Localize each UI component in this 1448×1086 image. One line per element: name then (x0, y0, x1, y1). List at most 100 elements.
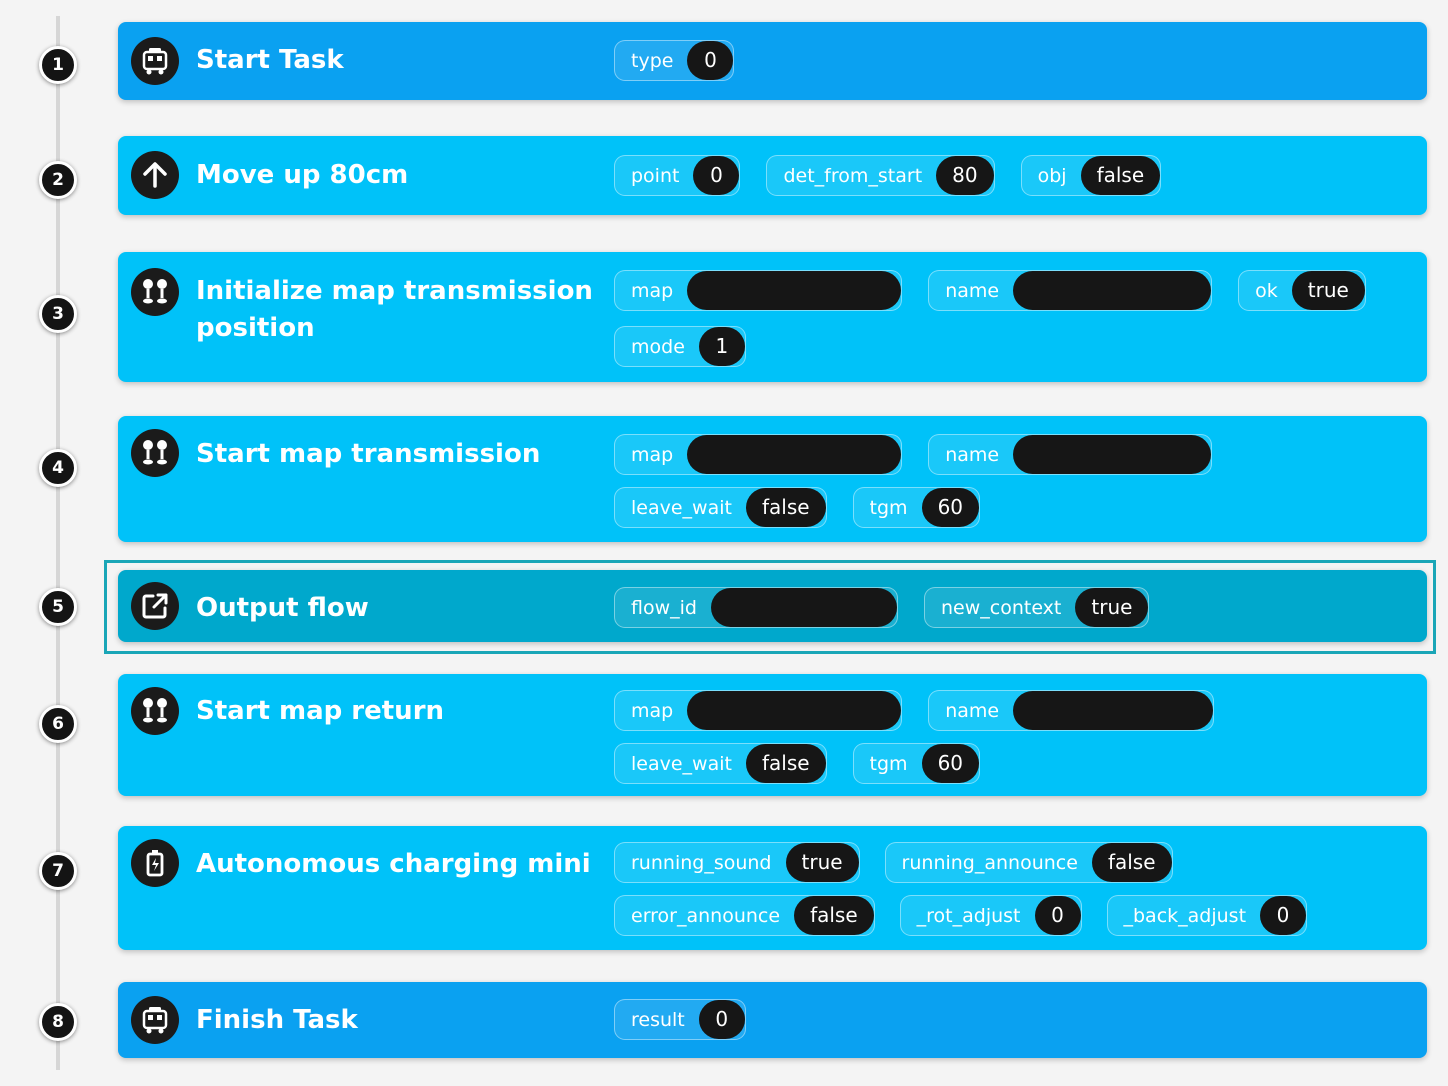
step-card-output-flow[interactable]: Output flow flow_id new_context true (118, 570, 1427, 642)
step-params: result 0 (614, 999, 1407, 1040)
step-params: flow_id new_context true (614, 587, 1407, 628)
param-tgm[interactable]: tgm 60 (852, 743, 981, 784)
param-key: ok (1255, 279, 1278, 302)
param-running-sound[interactable]: running_sound true (614, 842, 860, 883)
step-card-start-map-transmission[interactable]: Start map transmission map name leave_wa… (118, 416, 1427, 542)
param-key: tgm (869, 752, 908, 775)
param-error-announce[interactable]: error_announce false (614, 895, 875, 936)
step-number-2: 2 (39, 161, 77, 199)
param-map[interactable]: map (614, 690, 903, 731)
step-number-5: 5 (39, 588, 77, 626)
param-point[interactable]: point 0 (614, 155, 741, 196)
param-key: _rot_adjust (916, 904, 1021, 927)
robot-cart-icon (131, 996, 179, 1044)
param-leave-wait[interactable]: leave_wait false (614, 743, 827, 784)
charging-icon (131, 839, 179, 887)
param-back-adjust[interactable]: _back_adjust 0 (1106, 895, 1308, 936)
robot-cart-icon (131, 37, 179, 85)
param-value: false (794, 896, 874, 935)
param-value: 80 (936, 156, 994, 195)
param-map[interactable]: map (614, 434, 903, 475)
step-number-7: 7 (39, 852, 77, 890)
timeline-line (56, 16, 60, 1070)
param-key: flow_id (631, 596, 697, 619)
param-key: map (631, 279, 674, 302)
param-flow-id[interactable]: flow_id (614, 587, 898, 628)
redacted-value (710, 588, 897, 627)
param-value: true (1291, 271, 1365, 310)
step-params: map name ok true mode 1 (614, 270, 1407, 367)
arrow-up-icon (131, 151, 179, 199)
map-points-icon (131, 429, 179, 477)
param-running-announce[interactable]: running_announce false (884, 842, 1173, 883)
redacted-value (1013, 271, 1212, 310)
step-card-autonomous-charging[interactable]: Autonomous charging mini running_sound t… (118, 826, 1427, 950)
param-value: false (745, 488, 826, 527)
param-key: name (945, 699, 1000, 722)
param-key: name (945, 443, 1000, 466)
param-new-context[interactable]: new_context true (923, 587, 1150, 628)
param-value: 0 (687, 41, 734, 80)
step-card-start-task[interactable]: Start Task type 0 (118, 22, 1427, 100)
param-det-from-start[interactable]: det_from_start 80 (766, 155, 995, 196)
param-rot-adjust[interactable]: _rot_adjust 0 (899, 895, 1082, 936)
step-number-4: 4 (39, 449, 77, 487)
redacted-value (687, 691, 902, 730)
param-value: 60 (921, 488, 980, 527)
redacted-value (687, 271, 902, 310)
param-value: false (745, 744, 826, 783)
selection-frame (104, 560, 1436, 654)
param-value: false (1080, 156, 1161, 195)
param-name[interactable]: name (928, 434, 1213, 475)
param-key: mode (631, 335, 685, 358)
param-key: running_announce (901, 851, 1078, 874)
step-params: point 0 det_from_start 80 obj false (614, 155, 1407, 196)
param-map[interactable]: map (614, 270, 903, 311)
param-key: leave_wait (631, 752, 732, 775)
param-name[interactable]: name (928, 270, 1213, 311)
step-params: map name leave_wait false tgm 60 (614, 434, 1407, 528)
param-name[interactable]: name (928, 690, 1215, 731)
param-key: tgm (869, 496, 908, 519)
map-points-icon (131, 268, 179, 316)
param-value: false (1091, 843, 1172, 882)
param-obj[interactable]: obj false (1020, 155, 1162, 196)
step-title: Initialize map transmission position (196, 276, 593, 343)
step-card-start-map-return[interactable]: Start map return map name leave_wait fal… (118, 674, 1427, 796)
param-tgm[interactable]: tgm 60 (852, 487, 981, 528)
param-key: det_from_start (783, 164, 923, 187)
param-key: result (631, 1008, 685, 1031)
param-leave-wait[interactable]: leave_wait false (614, 487, 827, 528)
map-points-icon (131, 687, 179, 735)
param-ok[interactable]: ok true (1238, 270, 1366, 311)
param-key: name (945, 279, 1000, 302)
external-link-icon (131, 582, 179, 630)
step-title: Autonomous charging mini (196, 849, 591, 879)
step-title: Finish Task (196, 1005, 358, 1035)
step-card-init-map-transmission[interactable]: Initialize map transmission position map… (118, 252, 1427, 382)
redacted-value (1013, 435, 1212, 474)
param-result[interactable]: result 0 (614, 999, 746, 1040)
param-key: new_context (940, 596, 1062, 619)
step-number-1: 1 (39, 46, 77, 84)
param-value: 0 (693, 156, 740, 195)
step-title: Start Task (196, 45, 344, 75)
param-type[interactable]: type 0 (614, 40, 735, 81)
param-key: error_announce (631, 904, 781, 927)
step-number-8: 8 (39, 1003, 77, 1041)
step-params: map name leave_wait false tgm 60 (614, 690, 1407, 784)
param-value: 0 (1260, 896, 1307, 935)
step-card-finish-task[interactable]: Finish Task result 0 (118, 982, 1427, 1058)
step-card-move-up[interactable]: Move up 80cm point 0 det_from_start 80 o… (118, 136, 1427, 215)
step-title: Start map return (196, 696, 445, 726)
step-title: Start map transmission (196, 439, 541, 469)
redacted-value (1013, 691, 1214, 730)
param-value: true (785, 843, 859, 882)
param-key: point (631, 164, 680, 187)
param-value: 60 (921, 744, 980, 783)
step-title: Move up 80cm (196, 160, 409, 190)
param-key: obj (1037, 164, 1067, 187)
step-title: Output flow (196, 593, 369, 623)
param-key: map (631, 699, 674, 722)
param-mode[interactable]: mode 1 (614, 326, 746, 367)
